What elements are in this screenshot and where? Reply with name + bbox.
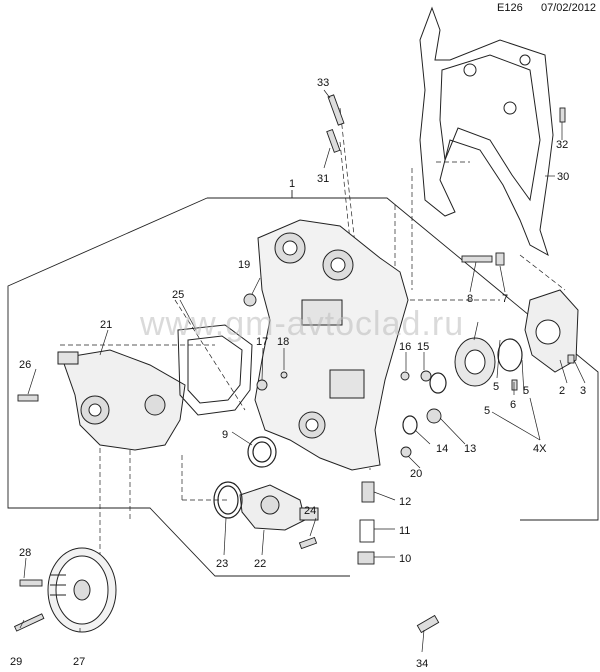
callout-12: 12: [399, 496, 411, 508]
diagram-date: 07/02/2012: [541, 2, 597, 14]
callout-29: 29: [10, 656, 22, 668]
callout-2: 2: [559, 385, 565, 397]
watermark: www.gm-avtoclad.ru: [139, 305, 464, 343]
hose-clamp: [213, 481, 243, 519]
seal-ring: [247, 436, 277, 468]
callout-25: 25: [172, 289, 184, 301]
callout-21: 21: [100, 319, 112, 331]
callout-1: 1: [289, 178, 295, 190]
callout-5b: 5: [493, 381, 499, 393]
water-pump-gasket: [177, 324, 253, 416]
thermostat-housing: [239, 484, 319, 531]
water-pump-housing: [57, 349, 186, 451]
callout-27: 27: [73, 656, 85, 668]
callout-34: 34: [416, 658, 428, 670]
callout-4x: 4X: [533, 443, 547, 455]
timing-cover-gasket: [419, 6, 554, 257]
callout-8: 8: [467, 293, 473, 305]
callout-13: 13: [464, 443, 476, 455]
callout-26: 26: [19, 359, 31, 371]
callout-33: 33: [317, 77, 329, 89]
callout-14: 14: [436, 443, 448, 455]
water-pump-pulley: [47, 547, 117, 633]
callout-32: 32: [556, 139, 568, 151]
callout-18: 18: [277, 336, 289, 348]
callout-16: 16: [399, 341, 411, 353]
callout-17: 17: [256, 336, 268, 348]
callout-9: 9: [222, 429, 228, 441]
callout-22: 22: [254, 558, 266, 570]
callout-3: 3: [580, 385, 586, 397]
oil-pump-rotor: [454, 337, 496, 387]
engine-front-cover: [254, 219, 409, 471]
callout-24: 24: [304, 505, 316, 517]
callout-6: 6: [510, 399, 516, 411]
callout-15: 15: [417, 341, 429, 353]
fasteners: [13, 94, 575, 634]
o-rings: [402, 338, 523, 435]
callout-20: 20: [410, 468, 422, 480]
callout-7: 7: [502, 293, 508, 305]
callout-31: 31: [317, 173, 329, 185]
callout-30: 30: [557, 171, 569, 183]
group-outline: [207, 197, 599, 521]
diagram-code: E126: [497, 2, 523, 14]
oil-pump-cover: [524, 289, 579, 373]
callout-5c: 5: [484, 405, 490, 417]
callout-23: 23: [216, 558, 228, 570]
callout-5a: 5: [523, 385, 529, 397]
callout-19: 19: [238, 259, 250, 271]
callout-10: 10: [399, 553, 411, 565]
callout-11: 11: [399, 525, 410, 537]
callout-28: 28: [19, 547, 31, 559]
